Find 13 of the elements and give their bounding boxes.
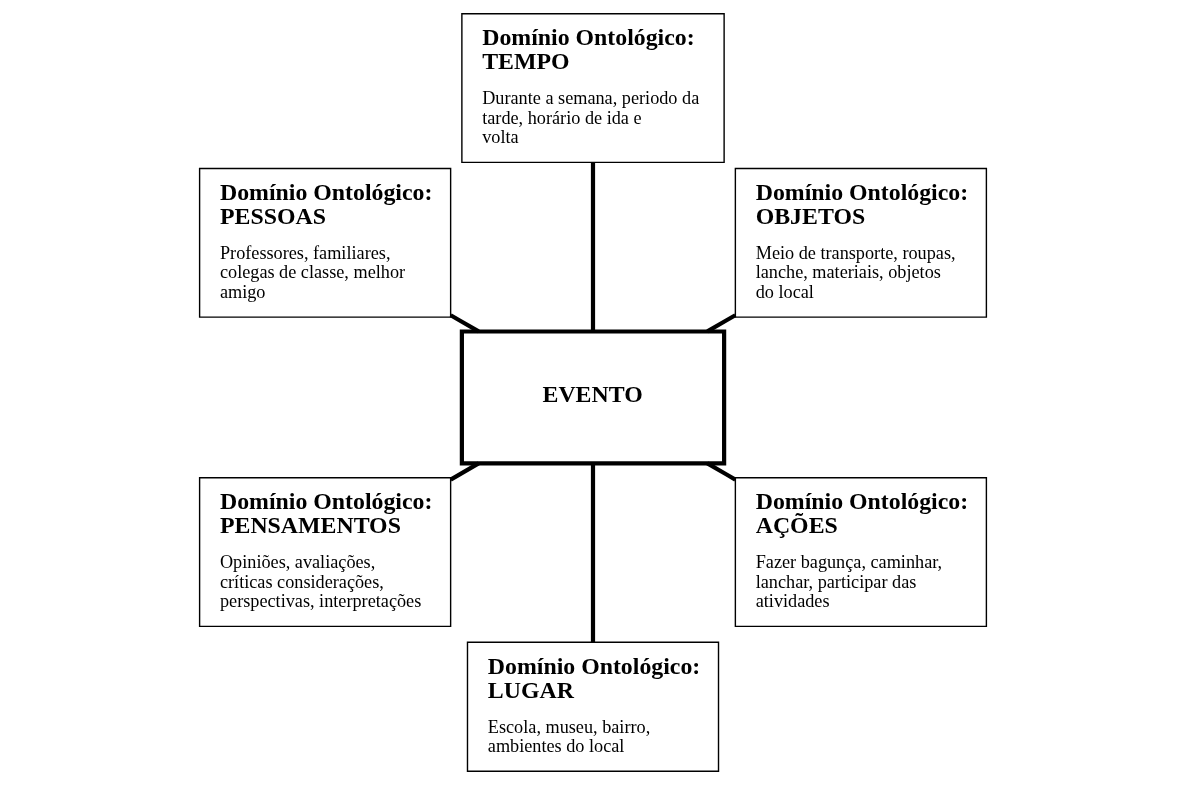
node-box: Domínio Ontológico: LUGAR Escola, museu, bairro, ambientes do local [466, 641, 720, 772]
connector [706, 313, 737, 334]
connector [449, 461, 480, 482]
connector [706, 461, 737, 482]
node-box: Domínio Ontológico: AÇÕES Fazer bagunça, caminhar, lanchar, participar das atividades [734, 477, 988, 628]
connector [590, 162, 596, 332]
node-box: Domínio Ontológico: OBJETOS Meio de transporte, roupas, lanche, materiais, objetos do local [734, 167, 988, 318]
node-box: EVENTO [459, 329, 727, 466]
connector [449, 313, 480, 334]
connector [590, 463, 596, 642]
node-box: Domínio Ontológico: PENSAMENTOS Opiniões, avaliações, críticas considerações, perspectivas, interpretações [198, 477, 452, 628]
node-box: Domínio Ontológico: PESSOAS Professores, familiares, colegas de classe, melhor amigo [198, 167, 452, 318]
node-box: Domínio Ontológico: TEMPO Durante a semana, periodo da tarde, horário de ida e volta [461, 13, 725, 164]
